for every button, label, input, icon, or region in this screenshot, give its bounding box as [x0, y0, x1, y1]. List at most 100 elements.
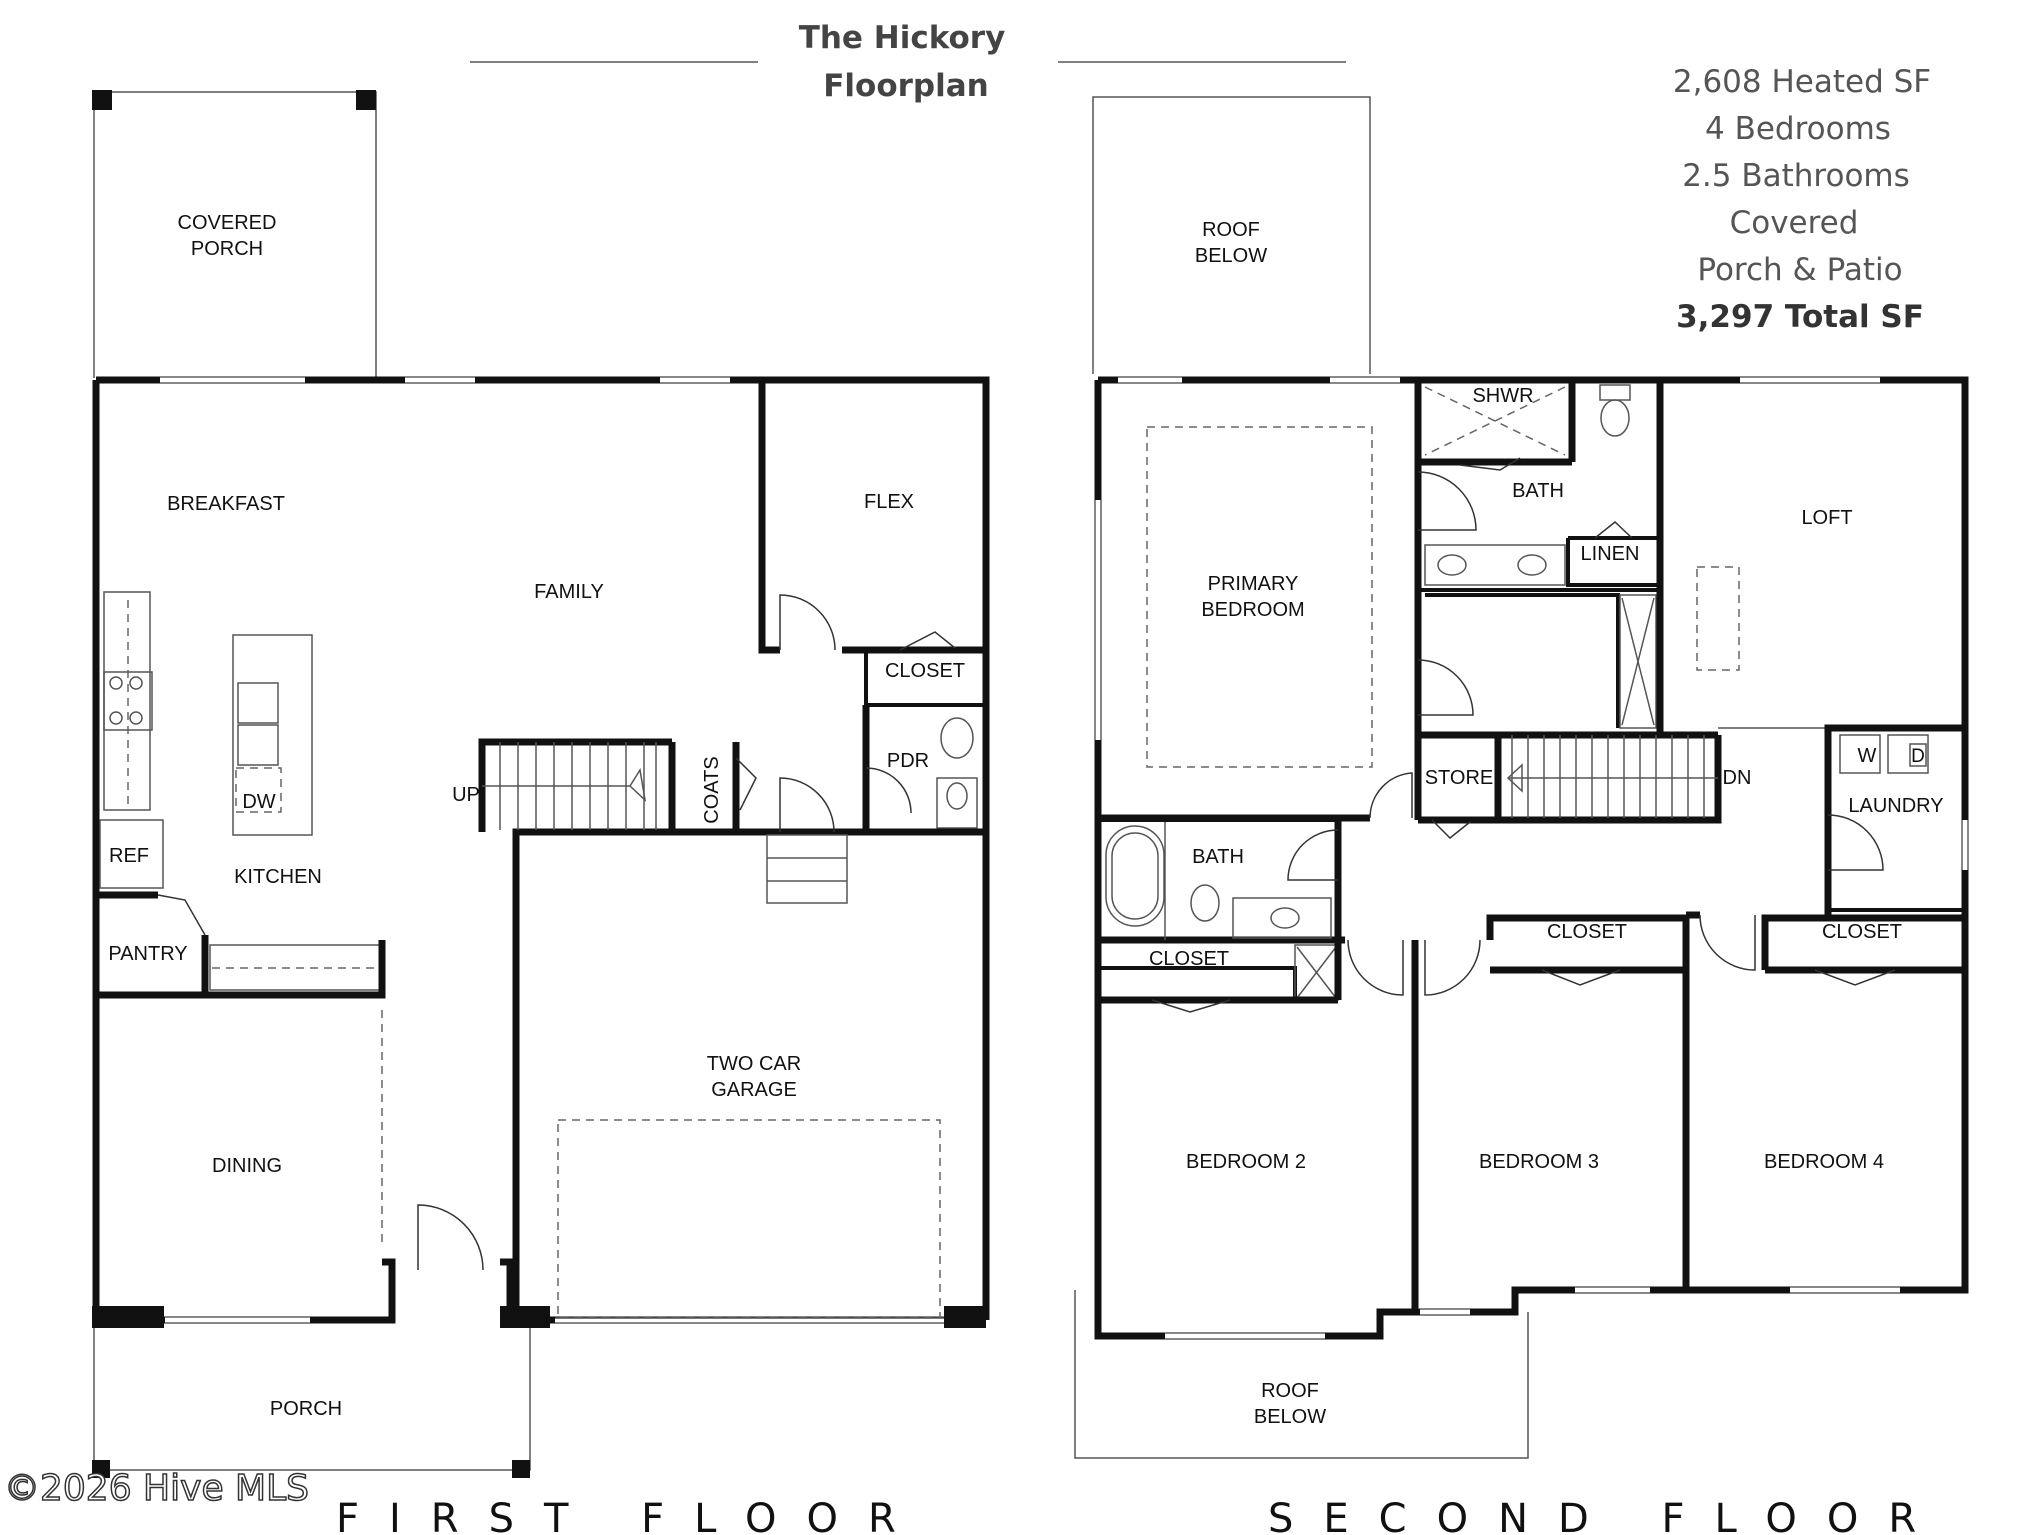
- garage-entry-door: [779, 777, 835, 833]
- closet-bifold-door: [1541, 969, 1621, 986]
- closet-door: [899, 631, 956, 651]
- tub-inner: [1111, 832, 1159, 920]
- label-family: FAMILY: [534, 581, 604, 603]
- stair-wall: [1498, 735, 1722, 824]
- burner: [129, 676, 143, 690]
- bedroom4-closet-wall: [1761, 914, 1965, 970]
- label-kitchen: KITCHEN: [234, 866, 322, 888]
- label-roof-below: ROOF: [1202, 219, 1260, 241]
- dryer-label-box: [1909, 743, 1927, 767]
- bedroom2-door: [1347, 939, 1404, 996]
- shower-drain-line: [1424, 386, 1566, 456]
- label-roof-below: ROOF: [1261, 1380, 1319, 1402]
- stat-total-sf: 3,297 Total SF: [1676, 299, 1924, 335]
- roof-below-outline: [1092, 96, 1371, 374]
- bedroom3-door: [1424, 939, 1481, 996]
- burner: [129, 711, 143, 725]
- label-bedroom4-closet: CLOSET: [1822, 921, 1902, 943]
- label-dryer: D: [1911, 746, 1925, 767]
- label-pdr: PDR: [887, 750, 929, 772]
- label-covered-porch: PORCH: [191, 238, 263, 260]
- store-door: [1431, 819, 1471, 840]
- kitchen-counter: [103, 591, 151, 811]
- first-floor-plan: COVERED PORCH BREAKFAST FAMILY FLEX CLOS…: [92, 90, 990, 1478]
- label-covered-porch: COVERED: [178, 212, 277, 234]
- label-washer: W: [1858, 745, 1877, 767]
- label-flex: FLEX: [864, 491, 914, 513]
- watermark: ©2026 Hive MLS: [4, 1468, 309, 1509]
- wall-post: [944, 1306, 986, 1328]
- label-dining: DINING: [212, 1155, 282, 1177]
- garage-wall: [512, 828, 986, 1320]
- first-floor-label: FIRST FLOOR: [336, 1496, 926, 1535]
- vanity: [1232, 897, 1332, 939]
- covered-porch-outline: [93, 91, 377, 378]
- label-coats: COATS: [701, 756, 723, 823]
- dishwasher-outline: [235, 767, 282, 813]
- pdr-door: [865, 767, 912, 814]
- label-bedroom-2: BEDROOM 2: [1186, 1151, 1306, 1173]
- label-laundry: LAUNDRY: [1848, 795, 1943, 817]
- porch-post: [92, 1460, 110, 1478]
- dining-wall: [96, 940, 386, 999]
- wic-door: [1417, 659, 1474, 716]
- roof-below-outline: [1074, 1290, 1529, 1459]
- closet-bifold-door: [1814, 969, 1896, 986]
- wic-outline: [1425, 593, 1620, 728]
- label-roof-below: BELOW: [1195, 245, 1267, 267]
- label-porch: PORCH: [270, 1398, 342, 1420]
- label-hall-bath: BATH: [1192, 846, 1244, 868]
- garage-parking-outline: [557, 1119, 941, 1319]
- sink: [1517, 554, 1547, 576]
- second-floor-exterior-wall: [1094, 380, 1694, 1340]
- label-breakfast: BREAKFAST: [167, 493, 285, 515]
- laundry-wall: [1824, 724, 1965, 910]
- label-primary-bedroom: BEDROOM: [1201, 599, 1304, 621]
- linen-wall: [1566, 538, 1660, 587]
- label-shwr: SHWR: [1472, 385, 1533, 407]
- label-linen: LINEN: [1581, 543, 1640, 565]
- tray-ceiling: [1146, 426, 1373, 768]
- label-up: UP: [452, 784, 480, 806]
- dryer: [1887, 734, 1929, 774]
- label-pantry: PANTRY: [108, 943, 187, 965]
- loft-ceiling-feature: [1696, 566, 1740, 671]
- stat-heated-sf: 2,608 Heated SF: [1673, 64, 1931, 100]
- flex-wall: [758, 380, 780, 654]
- stair-treads: [1506, 735, 1718, 818]
- label-garage: TWO CAR: [707, 1053, 801, 1075]
- label-dn: DN: [1723, 767, 1752, 789]
- shelf-line: [1621, 597, 1655, 726]
- label-bedroom-3: BEDROOM 3: [1479, 1151, 1599, 1173]
- cabinet-x: [1296, 946, 1337, 999]
- refrigerator: [99, 819, 164, 889]
- wall-post: [92, 1306, 164, 1328]
- kitchen-island: [232, 634, 313, 836]
- label-store: STORE: [1425, 767, 1494, 789]
- second-floor-plan: ROOF BELOW PRIMARY BEDROOM SHWR BATH LIN…: [1074, 96, 1969, 1459]
- first-floor-exterior-wall: [96, 376, 990, 1320]
- label-primary-bath: BATH: [1512, 480, 1564, 502]
- plan-subtitle: Floorplan: [823, 68, 989, 104]
- toilet-tank: [1599, 384, 1631, 401]
- burner: [109, 711, 123, 725]
- front-porch-outline: [93, 1322, 531, 1471]
- first-floor-exterior-wall: [500, 1258, 986, 1324]
- stat-bedrooms: 4 Bedrooms: [1705, 111, 1891, 147]
- sink: [1270, 907, 1300, 929]
- plan-title: The Hickory: [799, 20, 1006, 56]
- front-door: [417, 1204, 484, 1271]
- cooktop: [103, 671, 153, 731]
- toilet: [1600, 399, 1630, 437]
- first-floor-exterior-wall: [92, 380, 396, 1324]
- sink-bowl: [237, 724, 279, 766]
- washer: [1839, 734, 1881, 774]
- bedroom4-door: [1699, 914, 1756, 971]
- stat-porch-patio: Porch & Patio: [1697, 252, 1902, 288]
- shower-door: [1459, 457, 1521, 471]
- label-bedroom3-closet: CLOSET: [1547, 921, 1627, 943]
- burner: [109, 676, 123, 690]
- garage-steps: [766, 834, 848, 904]
- toilet: [940, 717, 974, 759]
